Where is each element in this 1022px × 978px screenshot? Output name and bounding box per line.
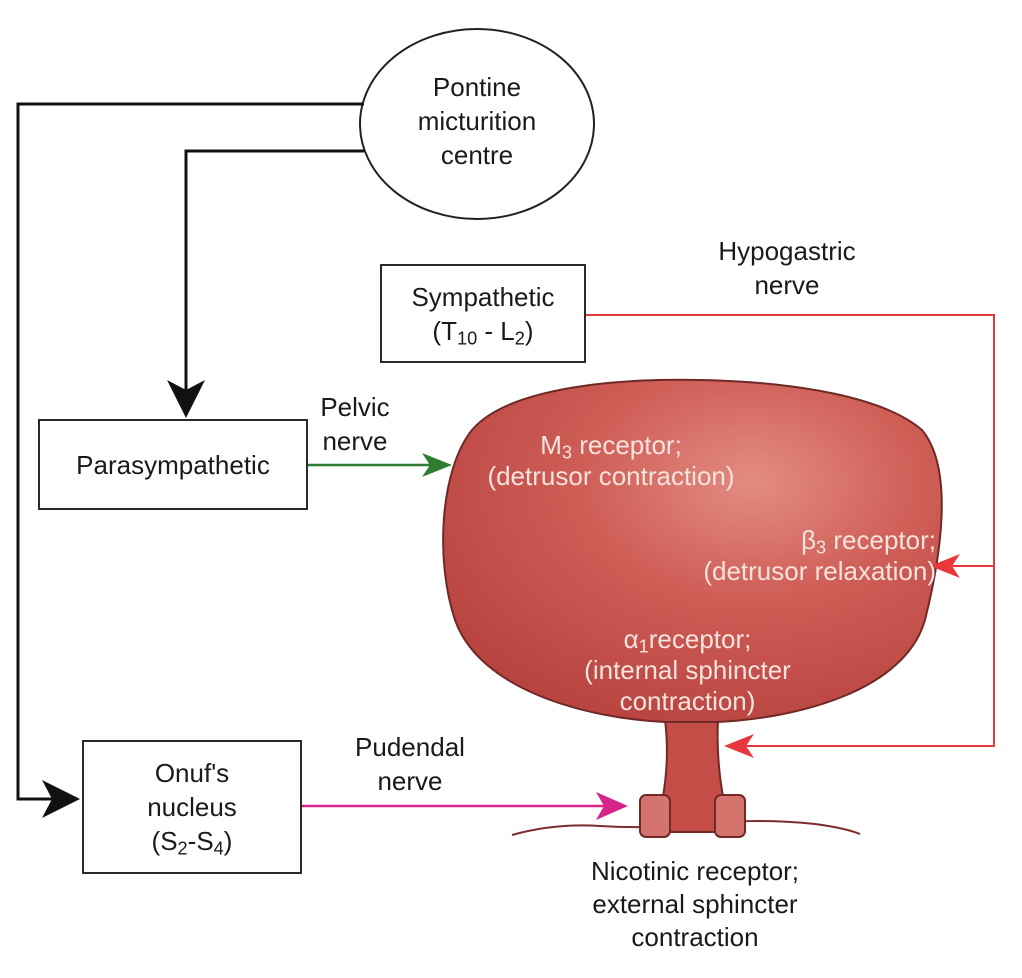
pudendal-nerve-label: Pudendal nerve (355, 732, 465, 796)
arrowhead-to-onuf (42, 780, 80, 818)
sympathetic-title: Sympathetic (411, 281, 555, 312)
pontine-label: Pontine micturition centre (397, 70, 557, 172)
arrowhead-beta3 (930, 554, 960, 578)
beta3-receptor-label: β3 receptor; (detrusor relaxation) (703, 525, 936, 586)
hypogastric-nerve-label: Hypogastric nerve (718, 236, 856, 300)
parasympathetic-box: Parasympathetic (38, 419, 308, 510)
pathway-to-onuf (16, 102, 364, 801)
pontine-line-1: Pontine (432, 72, 522, 102)
bladder-body (442, 378, 943, 723)
pelvic-nerve-label: Pelvic nerve (320, 392, 390, 456)
m3-receptor-label: M3 receptor; (detrusor contraction) (487, 430, 735, 491)
arrowhead-pudendal (596, 792, 628, 820)
hypogastric-pathway (586, 314, 995, 747)
descending-pathways (16, 102, 364, 801)
onuf-line-1: Onuf's (154, 758, 230, 788)
pontine-ellipse (359, 28, 595, 220)
alpha1-receptor-label: α1receptor; (internal sphincter contract… (584, 624, 791, 716)
onuf-segments: (S2-S4) (151, 826, 233, 859)
arrowhead-to-parasympathetic (167, 380, 205, 418)
arrowhead-alpha1 (724, 734, 754, 758)
external-sphincter-left (639, 794, 671, 838)
onuf-line-2: nucleus (147, 792, 237, 822)
arrowhead-pelvic (422, 453, 452, 477)
nicotinic-receptor-label: Nicotinic receptor; external sphincter c… (590, 856, 800, 952)
pontine-line-2: micturition (417, 106, 537, 136)
pathway-to-parasympathetic (184, 149, 364, 408)
parasympathetic-label: Parasympathetic (76, 449, 270, 480)
onuf-box: Onuf's nucleus (S2-S4) (82, 740, 302, 874)
external-sphincter-right (714, 794, 746, 838)
sympathetic-box: Sympathetic (T10 - L2) (380, 264, 586, 363)
pontine-line-3: centre (440, 140, 514, 170)
hypogastric-line (586, 314, 995, 747)
sympathetic-segments: (T10 - L2) (432, 315, 534, 349)
bladder (442, 378, 943, 838)
